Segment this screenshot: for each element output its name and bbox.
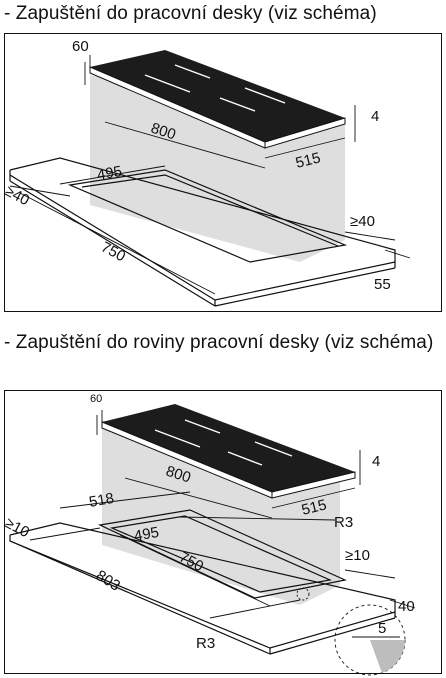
section1-heading: - Zapuštění do pracovní desky (viz schém… [4, 3, 377, 24]
dim-60: 60 [90, 393, 102, 405]
worktop-recess [98, 509, 347, 599]
dimension-lines [9, 55, 411, 295]
dim-800: 800 [149, 120, 178, 144]
dim-60: 60 [72, 38, 89, 55]
dim-495: 495 [96, 163, 124, 184]
dim-4: 4 [371, 108, 379, 125]
worktop-cutout [67, 169, 348, 263]
detail-marker [296, 587, 310, 601]
worktop [9, 157, 396, 307]
dim-800: 800 [164, 463, 193, 487]
dim-515: 515 [300, 496, 328, 519]
hob-right-edge [264, 117, 346, 149]
section2-heading: - Zapuštění do roviny pracovní desky (vi… [4, 332, 434, 353]
dim-518: 518 [88, 490, 116, 511]
dim-min-10-right: ≥10 [345, 547, 370, 564]
dimension-lines [29, 410, 416, 638]
detail-section [370, 640, 406, 673]
dim-min-40-right: ≥40 [350, 213, 375, 230]
hob-markings [154, 419, 293, 466]
worktop [9, 522, 396, 655]
dim-min-10-left: ≥10 [2, 515, 32, 542]
dim-4: 4 [372, 453, 380, 470]
dim-515: 515 [294, 149, 322, 172]
dim-5: 5 [378, 620, 386, 637]
hob-markings [144, 64, 286, 112]
diagram-frame-flush [4, 390, 442, 674]
dim-r3-bottom: R3 [196, 635, 215, 652]
hob-top [90, 50, 345, 142]
dim-40: 40 [398, 598, 415, 615]
dim-55: 55 [374, 276, 391, 293]
dim-495: 495 [133, 524, 161, 545]
hob-right-edge [271, 471, 356, 499]
diagram-frame-built-in [4, 33, 442, 312]
hob-top [102, 404, 355, 492]
dim-803: 803 [93, 567, 123, 595]
dim-r3-top: R3 [334, 514, 353, 531]
